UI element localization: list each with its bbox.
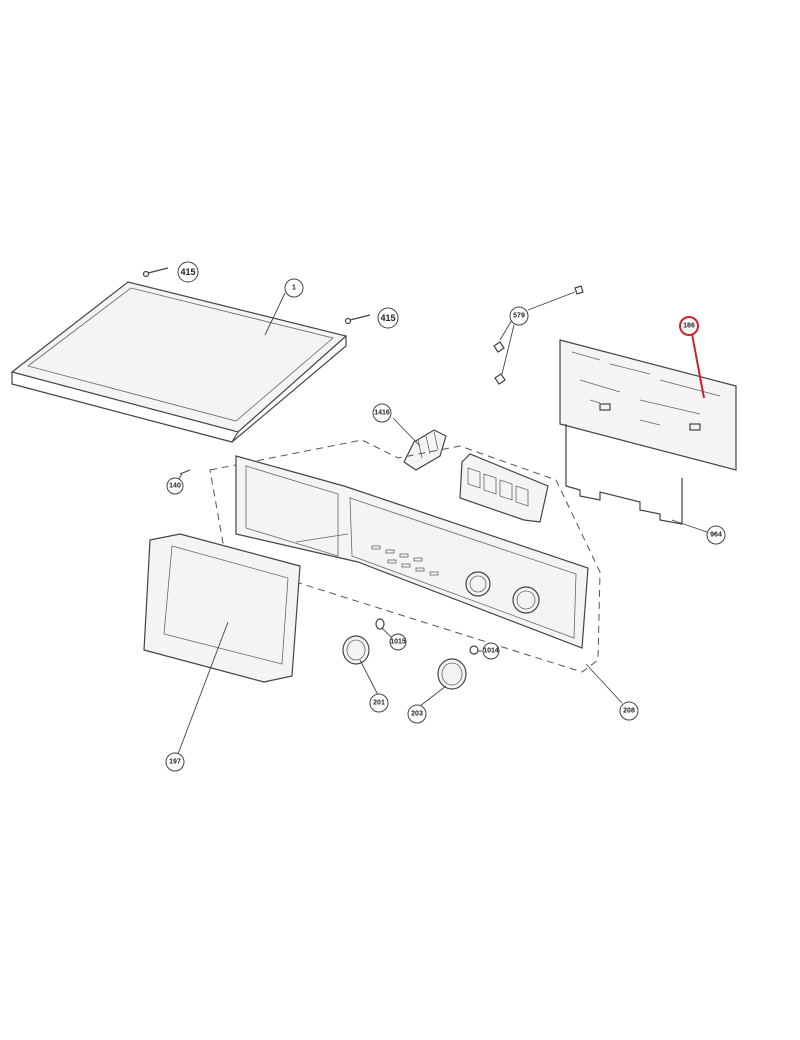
svg-text:1416: 1416 [374, 410, 390, 417]
svg-text:203: 203 [411, 711, 423, 718]
callout-208: 208 [619, 701, 639, 721]
callout-1014: 1014 [482, 642, 500, 660]
switch-module [459, 453, 549, 523]
dispenser-drawer [143, 533, 301, 683]
screw-415-left [142, 267, 169, 278]
control-board [559, 339, 737, 471]
clips-579 [493, 285, 584, 385]
callout-579: 579 [509, 306, 529, 326]
svg-text:964: 964 [710, 532, 722, 539]
callout-186: 186 [679, 316, 699, 336]
callout-197: 197 [165, 752, 185, 772]
knob-203 [437, 658, 467, 690]
callout-203: 203 [407, 704, 427, 724]
svg-text:1015: 1015 [390, 639, 406, 646]
top-lid [10, 281, 348, 443]
svg-text:415: 415 [180, 267, 195, 277]
callout-415-left: 415 [177, 261, 199, 283]
part-1015 [375, 618, 385, 630]
board-bracket-964 [565, 424, 683, 525]
svg-text:208: 208 [623, 708, 635, 715]
callout-201: 201 [369, 693, 389, 713]
screw-140 [179, 469, 191, 475]
screw-415-right [344, 314, 371, 325]
svg-text:197: 197 [169, 759, 181, 766]
part-1014 [469, 645, 479, 655]
svg-text:140: 140 [169, 483, 181, 490]
knob-201 [342, 635, 370, 665]
callout-140: 140 [166, 477, 184, 495]
svg-text:186: 186 [683, 323, 695, 330]
svg-text:1014: 1014 [483, 648, 499, 655]
svg-text:415: 415 [380, 313, 395, 323]
leader-lines [177, 292, 708, 755]
svg-text:201: 201 [373, 700, 385, 707]
callout-1: 1 [284, 278, 304, 298]
part-1416 [403, 429, 447, 471]
callout-964: 964 [706, 525, 726, 545]
svg-text:1: 1 [292, 285, 296, 292]
callout-415-right: 415 [377, 307, 399, 329]
control-panel [235, 455, 589, 649]
panel-assembly-outline [209, 439, 601, 673]
svg-text:579: 579 [513, 313, 525, 320]
callout-1416: 1416 [372, 403, 392, 423]
callout-1015: 1015 [389, 633, 407, 651]
